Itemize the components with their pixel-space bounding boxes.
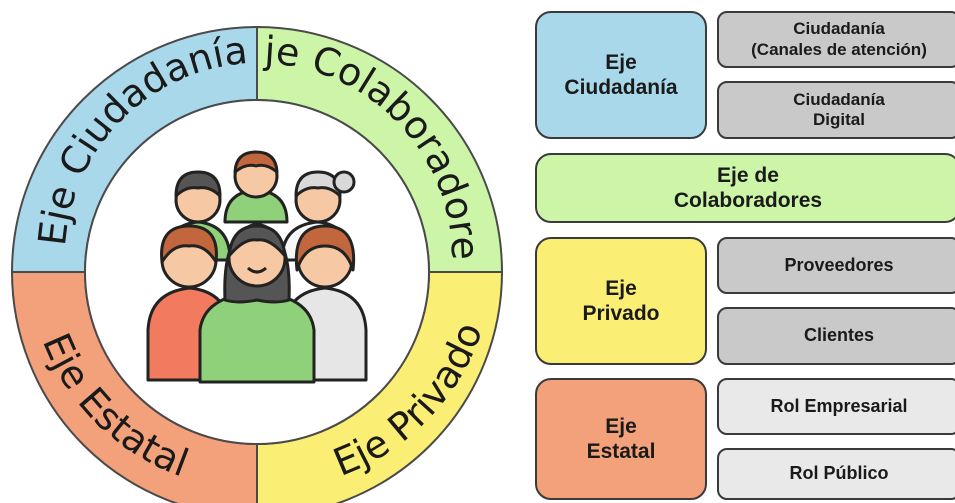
axes-ring-diagram: Eje Ciudadanía Eje Colaboradores Eje Pri… — [0, 0, 504, 503]
axis-box-ciudadania-label: Eje Ciudadanía — [564, 50, 678, 99]
axis-box-ciudadania: Eje Ciudadanía — [535, 11, 707, 139]
axis-box-privado-label: Eje Privado — [582, 276, 660, 325]
group-of-people-icon — [146, 150, 368, 384]
axis-box-privado: Eje Privado — [535, 237, 707, 365]
sub-box-rol-empresarial-label: Rol Empresarial — [770, 395, 908, 416]
sub-box-ciudadania-digital: Ciudadanía Digital — [717, 81, 955, 139]
sub-box-rol-publico-label: Rol Público — [789, 463, 889, 484]
axis-box-colaboradores-label: Eje de Colaboradores — [673, 163, 823, 212]
axis-box-colaboradores: Eje de Colaboradores — [535, 153, 955, 223]
sub-box-proveedores-label: Proveedores — [784, 254, 894, 275]
axis-box-estatal-label: Eje Estatal — [586, 414, 656, 463]
sub-box-rol-publico: Rol Público — [717, 448, 955, 500]
sub-box-ciudadania-digital-label: Ciudadanía Digital — [793, 89, 885, 129]
sub-box-proveedores: Proveedores — [717, 237, 955, 294]
sub-box-clientes-label: Clientes — [803, 325, 875, 346]
sub-box-clientes: Clientes — [717, 307, 955, 365]
sub-box-ciudadania-canales-label: Ciudadanía (Canales de atención) — [751, 19, 927, 59]
axis-box-estatal: Eje Estatal — [535, 378, 707, 500]
sub-box-ciudadania-canales: Ciudadanía (Canales de atención) — [717, 11, 955, 68]
sub-box-rol-empresarial: Rol Empresarial — [717, 378, 955, 435]
